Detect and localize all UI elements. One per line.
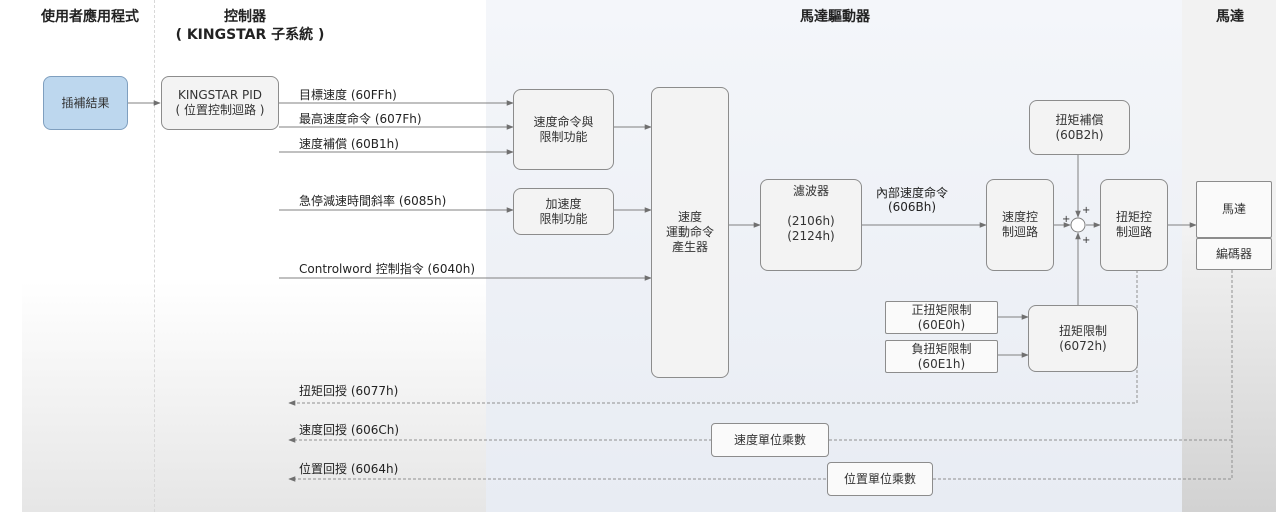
interpolation-result-block: 插補結果 [43, 76, 128, 130]
speed-command-limit-block: 速度命令與 限制功能 [513, 89, 614, 170]
torque-loop-block: 扭矩控 制迴路 [1100, 179, 1168, 271]
column-app-title: 使用者應用程式 [41, 9, 139, 25]
sum-plus-left: + [1062, 214, 1071, 225]
encoder-block: 編碼器 [1196, 238, 1272, 270]
motor-block: 馬達 [1196, 181, 1272, 238]
positive-torque-limit-block: 正扭矩限制 (60E0h) [885, 301, 998, 334]
sum-plus-bottom: + [1082, 235, 1091, 246]
column-controller-title: 控制器 [224, 9, 266, 25]
filter-block: 濾波器 (2106h) (2124h) [760, 179, 862, 271]
label-velocity-offset: 速度補償 (60B1h) [299, 137, 399, 151]
torque-limit-block: 扭矩限制 (6072h) [1028, 305, 1138, 372]
label-speed-feedback: 速度回授 (606Ch) [299, 423, 400, 437]
negative-torque-limit-block: 負扭矩限制 (60E1h) [885, 340, 998, 373]
label-internal-speed: 內部速度命令 (606Bh) [876, 186, 949, 214]
column-controller-subtitle: ( KINGSTAR 子系統 ) [175, 27, 325, 43]
accel-limit-block: 加速度 限制功能 [513, 188, 614, 235]
torque-compensation-block: 扭矩補償 (60B2h) [1029, 100, 1130, 155]
label-torque-feedback: 扭矩回授 (6077h) [299, 384, 399, 398]
sum-plus-top: + [1082, 205, 1091, 216]
label-quick-stop-decel: 急停減速時間斜率 (6085h) [299, 194, 447, 208]
speed-unit-factor-block: 速度單位乘數 [711, 423, 829, 457]
label-max-speed: 最高速度命令 (607Fh) [299, 112, 422, 126]
label-target-velocity: 目標速度 (60FFh) [299, 88, 397, 102]
filter-title: 濾波器 [792, 184, 829, 198]
label-controlword: Controlword 控制指令 (6040h) [299, 262, 476, 276]
column-drive-title: 馬達驅動器 [800, 9, 870, 25]
filter-params: (2106h) (2124h) [787, 214, 835, 243]
kingstar-pid-block: KINGSTAR PID ( 位置控制迴路 ) [161, 76, 279, 130]
profile-generator-block: 速度 運動命令 產生器 [651, 87, 729, 378]
speed-loop-block: 速度控 制迴路 [986, 179, 1054, 271]
position-unit-factor-block: 位置單位乘數 [827, 462, 933, 496]
label-position-feedback: 位置回授 (6064h) [299, 462, 399, 476]
column-motor-title: 馬達 [1216, 9, 1244, 25]
